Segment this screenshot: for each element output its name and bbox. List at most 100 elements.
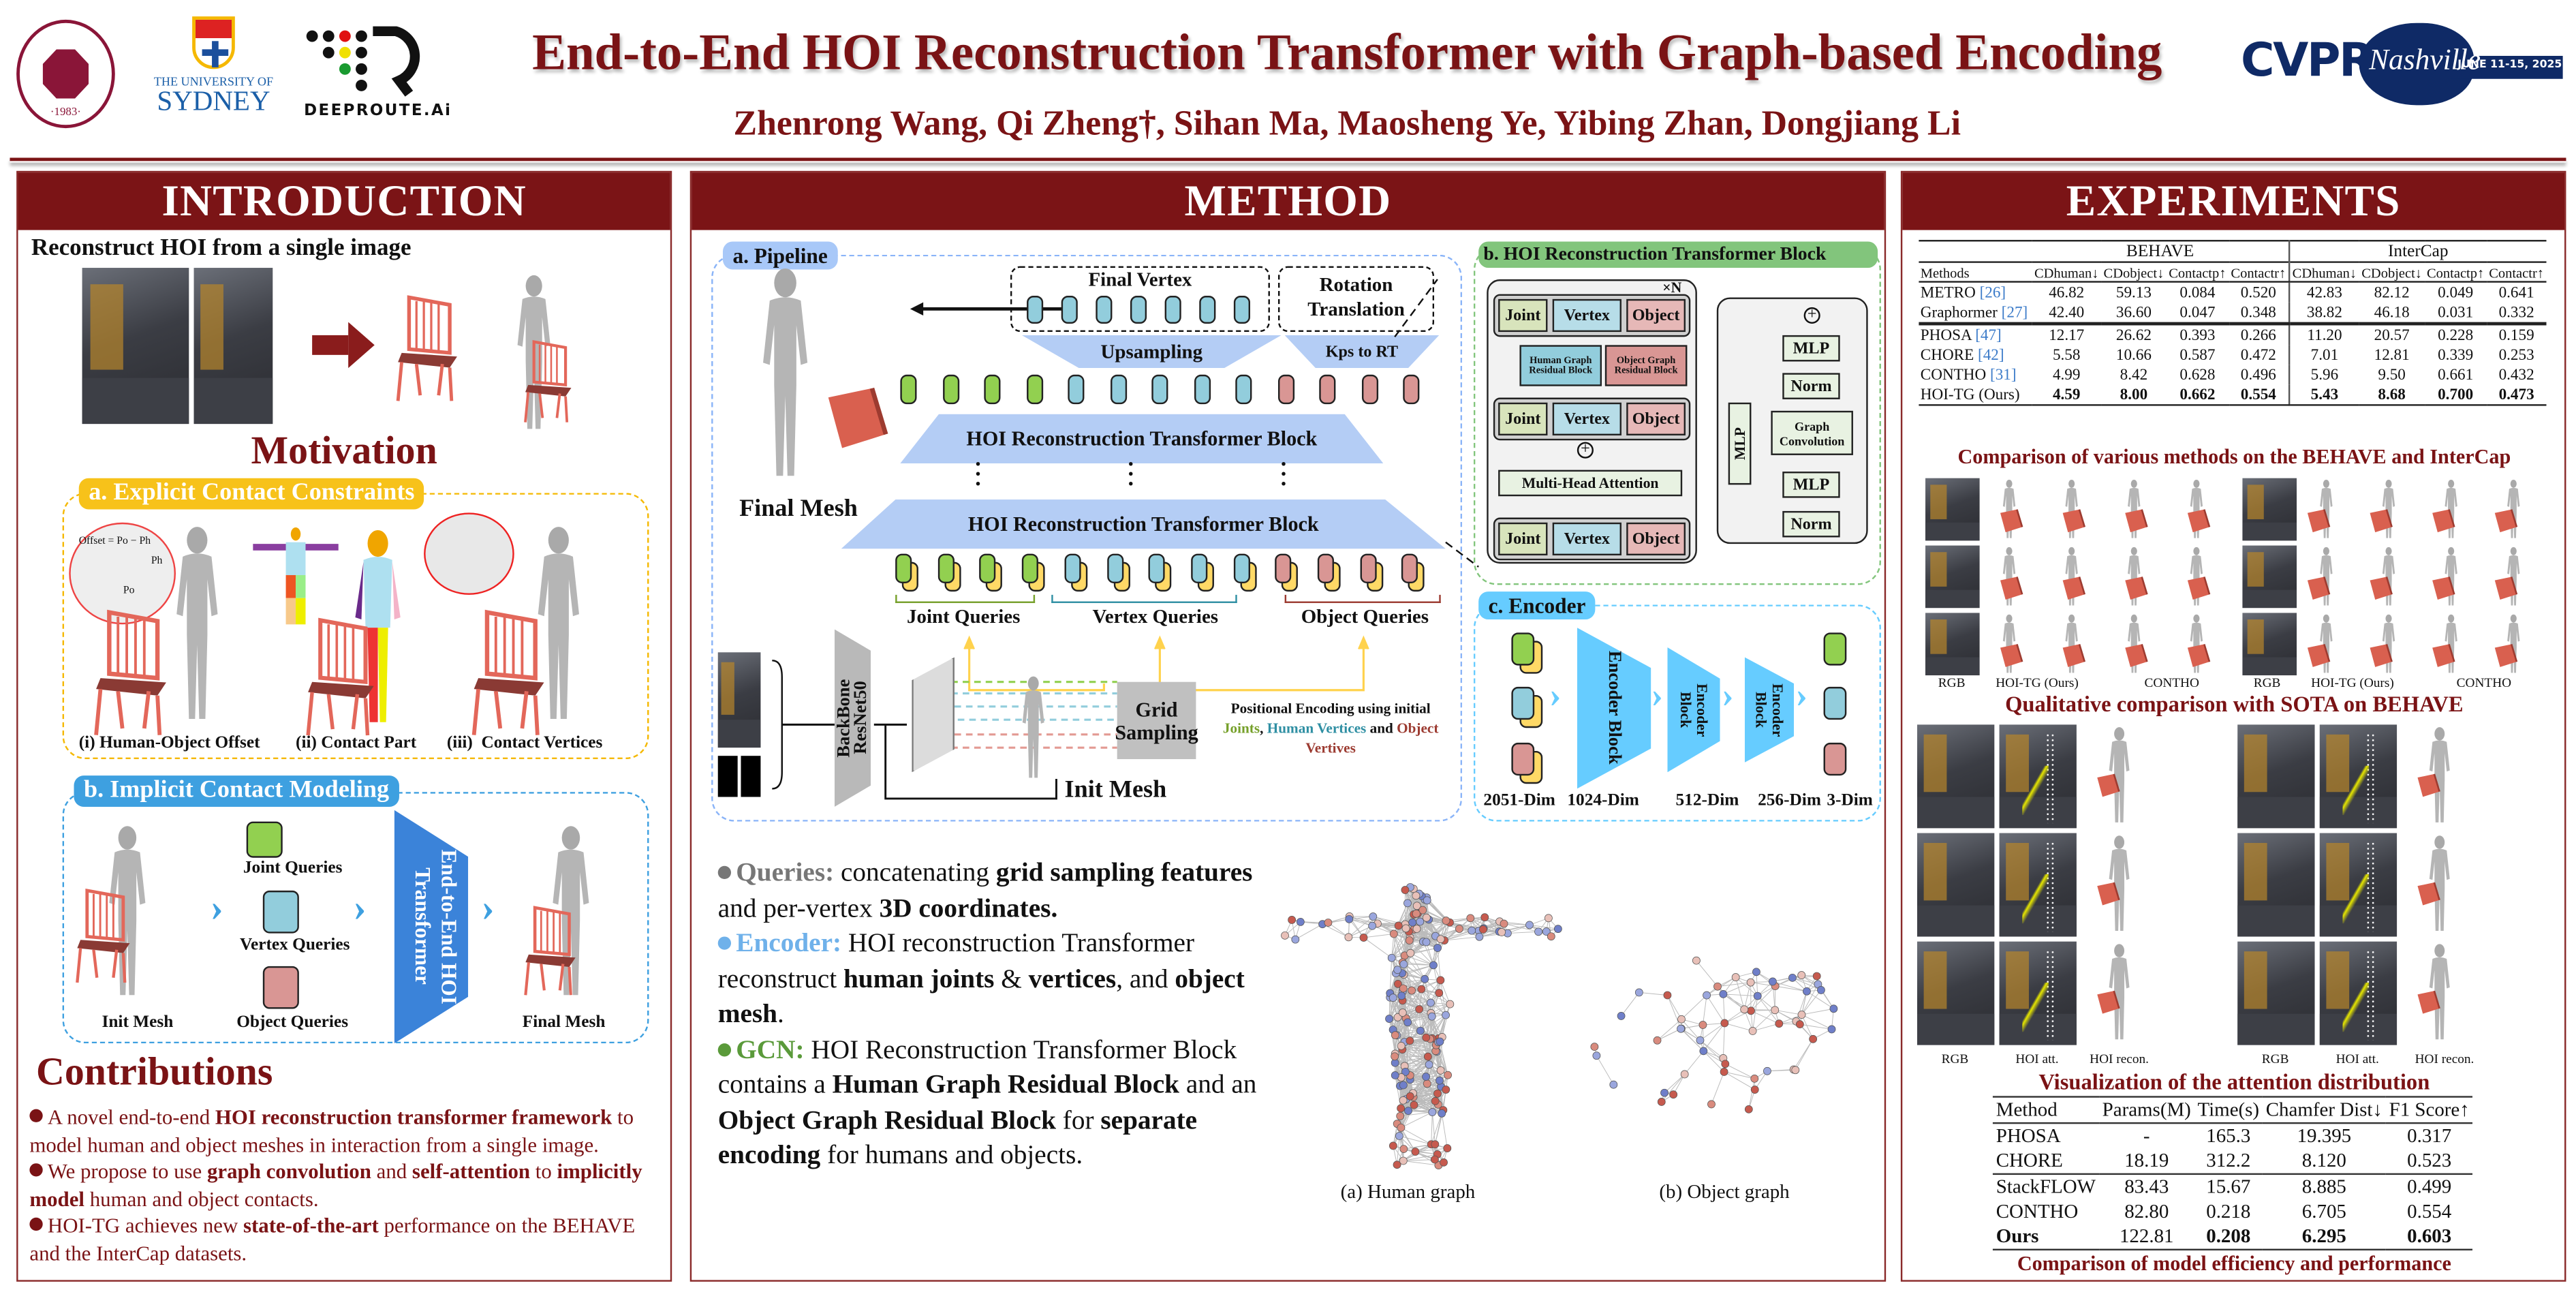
implicit-contact-label: b. Implicit Contact Modeling [74, 775, 399, 807]
graph-node [1466, 914, 1475, 923]
citation-link[interactable]: [26] [1979, 283, 2006, 302]
graph-node [1442, 1011, 1450, 1019]
graph-node [1677, 1024, 1686, 1033]
hoi-mesh-result [2494, 614, 2520, 673]
hoi-mesh-result [1999, 479, 2023, 538]
bullet-icon [29, 1217, 43, 1231]
hoi-mesh-result [2062, 614, 2086, 673]
graph-node [1553, 925, 1562, 934]
graph-edge [1801, 1008, 1834, 1015]
citation-link[interactable]: [42] [1978, 345, 2004, 365]
text-segment: HOI reconstruction Transformer reconstru… [717, 926, 1195, 994]
graph-node [1468, 926, 1476, 935]
text-segment: graph convolution [206, 1160, 371, 1184]
graph-node [1397, 1041, 1406, 1050]
text-segment: vertices [1028, 962, 1117, 994]
table-cell: 0.159 [2486, 322, 2547, 345]
graph-node [1534, 927, 1542, 936]
method-bullet-text: GCN: HOI Reconstruction Transformer Bloc… [718, 1033, 1257, 1170]
object-label: Object [1632, 410, 1680, 429]
citation-link[interactable]: [47] [1975, 326, 2002, 345]
graph-edge [1433, 965, 1440, 994]
table-cell: 5.43 [2288, 384, 2359, 406]
graph-node [1748, 1027, 1757, 1035]
column-header: Chamfer Dist↓ [2262, 1096, 2386, 1124]
column-header: Params(M) [2098, 1096, 2194, 1124]
final-vertex-token [1233, 296, 1250, 324]
method-bullet: Encoder: HOI reconstruction Transformer … [717, 925, 1269, 1032]
caption-contact-part: (ii) Contact Part [296, 734, 417, 753]
graph-node [1542, 927, 1551, 936]
graph-edge [1363, 937, 1393, 959]
table-cell: 0.700 [2424, 384, 2487, 406]
attention-image [1999, 941, 2077, 1045]
deeproute-logo: DEEPROUTE.Ai [304, 26, 452, 127]
table-cell: 0.049 [2438, 283, 2474, 302]
text-segment: concatenating [834, 856, 996, 888]
text-segment: , and [1116, 962, 1175, 994]
table-cell: 46.82 [2049, 283, 2085, 302]
graph-edge [1750, 985, 1776, 1011]
graph-edge [1775, 974, 1802, 987]
column-label: HOI att. [2015, 1051, 2059, 1066]
input-photo [82, 268, 189, 425]
graph-edge [1696, 960, 1718, 987]
graph-edge [1772, 974, 1802, 982]
feature-map [912, 657, 955, 773]
graph-edge [1504, 923, 1539, 932]
contribution-text: A novel end-to-end HOI reconstruction tr… [29, 1106, 634, 1156]
graph-edge [1440, 1041, 1448, 1075]
column-header: Contactp↑ [2166, 261, 2229, 283]
column-label: CONTHO [2456, 675, 2512, 690]
object-box: Object [1626, 402, 1686, 435]
hoi-reconstruction [2417, 835, 2450, 932]
attention-caption: Visualization of the attention distribut… [2038, 1069, 2430, 1094]
table-cell: 0.523 [2407, 1148, 2452, 1172]
rgb-image [1917, 941, 1995, 1045]
vertex-queries-label: Vertex Queries [240, 936, 350, 955]
graph-node [1788, 973, 1797, 982]
method-name: CONTHO [1920, 365, 1987, 384]
citation-link[interactable]: [31] [1990, 365, 2017, 384]
hoi-mesh-result [2369, 479, 2395, 538]
transformer-block-lower: HOI Reconstruction Transformer Block [841, 499, 1446, 549]
graph-edge [1408, 1109, 1444, 1111]
citation-link[interactable]: [27] [2001, 303, 2028, 322]
graph-edge [1752, 996, 1758, 1031]
shenzhen-university-logo: ·1983· [16, 19, 115, 129]
graph-node [1281, 931, 1289, 940]
rgb-image [1925, 478, 1980, 541]
text-segment: & [994, 962, 1029, 994]
ph-label: Ph [151, 555, 163, 567]
cvpr-dates: JUNE 11-15, 2025 [2457, 57, 2562, 71]
graph-edge [1415, 1148, 1448, 1152]
graph-edge [1401, 1111, 1433, 1128]
column-label: RGB [2261, 1051, 2289, 1066]
mlp-label: MLP [1793, 339, 1830, 358]
graph-edge [1666, 995, 1681, 1029]
chevron-right-icon: › [353, 887, 367, 930]
text-segment: for humans and objects. [820, 1139, 1083, 1170]
graph-edge [1408, 1016, 1432, 1023]
final-mesh-label: Final Mesh [739, 496, 858, 523]
hoi-reconstruction [2417, 944, 2450, 1040]
input-photo [193, 268, 273, 425]
graph-node [1398, 1009, 1407, 1017]
graph-edge [1403, 1154, 1438, 1161]
attention-image [1999, 833, 2077, 937]
table-cell: 59.13 [2115, 283, 2152, 302]
method-cell: StackFLOW [1992, 1173, 2099, 1200]
final-vertex-token [1164, 296, 1181, 324]
text-segment: and per-vertex [717, 891, 880, 923]
graph-node [1617, 1011, 1626, 1020]
method-cell: PHOSA [1996, 1124, 2061, 1148]
graph-edge [1402, 1049, 1427, 1077]
column-header: Methods [1919, 261, 2032, 283]
explicit-contact-label: a. Explicit Contact Constraints [78, 478, 424, 510]
table-cell: 38.82 [2306, 303, 2342, 322]
graph-edge [1413, 1080, 1440, 1098]
input-token [1511, 742, 1535, 776]
